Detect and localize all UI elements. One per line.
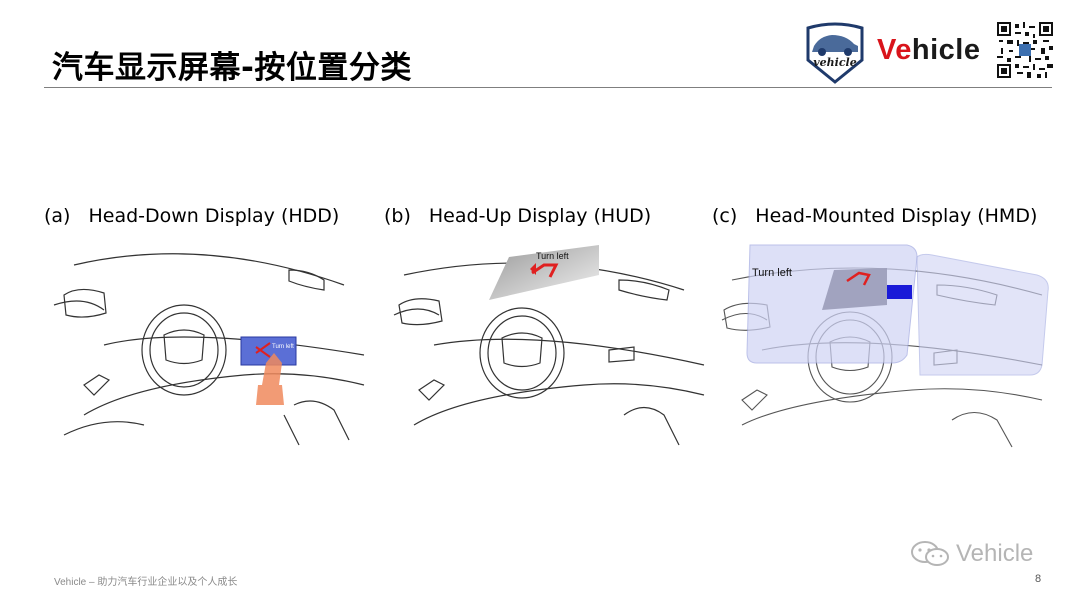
panel-hud: (b) Head-Up Display (HUD) — [384, 205, 724, 455]
emblem-text: vehicle — [813, 56, 856, 69]
wechat-icon — [911, 541, 949, 566]
hmd-overlay-text: Turn left — [752, 267, 792, 279]
brand-rest: hicle — [911, 34, 981, 66]
hmd-band — [887, 285, 912, 299]
brand-name: Vehicle — [877, 34, 980, 67]
watermark: Vehicle — [910, 540, 1033, 568]
panel-tag: (a) — [44, 205, 71, 227]
panel-title: Head-Up Display (HUD) — [428, 205, 652, 227]
panel-title: Head-Mounted Display (HMD) — [755, 205, 1038, 227]
panel-hdd: (a) Head-Down Display (HDD) Turn left — [44, 205, 384, 455]
hdd-dashboard-illustration: Turn left — [53, 253, 365, 446]
hdd-overlay-text: Turn left — [272, 344, 294, 350]
panel-tag: (c) — [712, 205, 738, 227]
panel-label-hdd: (a) Head-Down Display (HDD) — [44, 205, 339, 227]
panel-title: Head-Down Display (HDD) — [88, 205, 340, 227]
watermark-text: Vehicle — [956, 540, 1034, 567]
hud-projection — [489, 245, 599, 300]
panel-label-hud: (b) Head-Up Display (HUD) — [384, 205, 651, 227]
hdd-screen: Turn left — [240, 336, 297, 366]
vehicle-emblem-logo: vehicle — [806, 22, 864, 84]
panel-label-hmd: (c) Head-Mounted Display (HMD) — [712, 205, 1037, 227]
panel-tag: (b) — [384, 205, 411, 227]
qr-code-icon — [997, 22, 1053, 78]
hmd-overlay-panel — [822, 268, 887, 310]
page-number: 8 — [1035, 573, 1042, 585]
hmd-turn-arrow-icon — [846, 271, 871, 286]
hud-overlay-text: Turn left — [536, 251, 569, 261]
hmd-right-lens — [916, 253, 1049, 376]
hmd-dashboard-illustration: Turn left — [721, 244, 1049, 448]
brand-ve: Ve — [877, 34, 912, 66]
title-divider — [44, 87, 1052, 88]
slide-title: 汽车显示屏幕-按位置分类 — [52, 50, 412, 86]
hud-dashboard-illustration: Turn left — [393, 245, 705, 446]
touch-hand-icon — [256, 353, 284, 405]
footer-text: Vehicle – 助力汽车行业企业以及个人成长 — [54, 577, 238, 588]
hud-turn-arrow-icon — [531, 263, 559, 278]
panel-hmd: (c) Head-Mounted Display (HMD) Turn left — [712, 205, 1062, 455]
